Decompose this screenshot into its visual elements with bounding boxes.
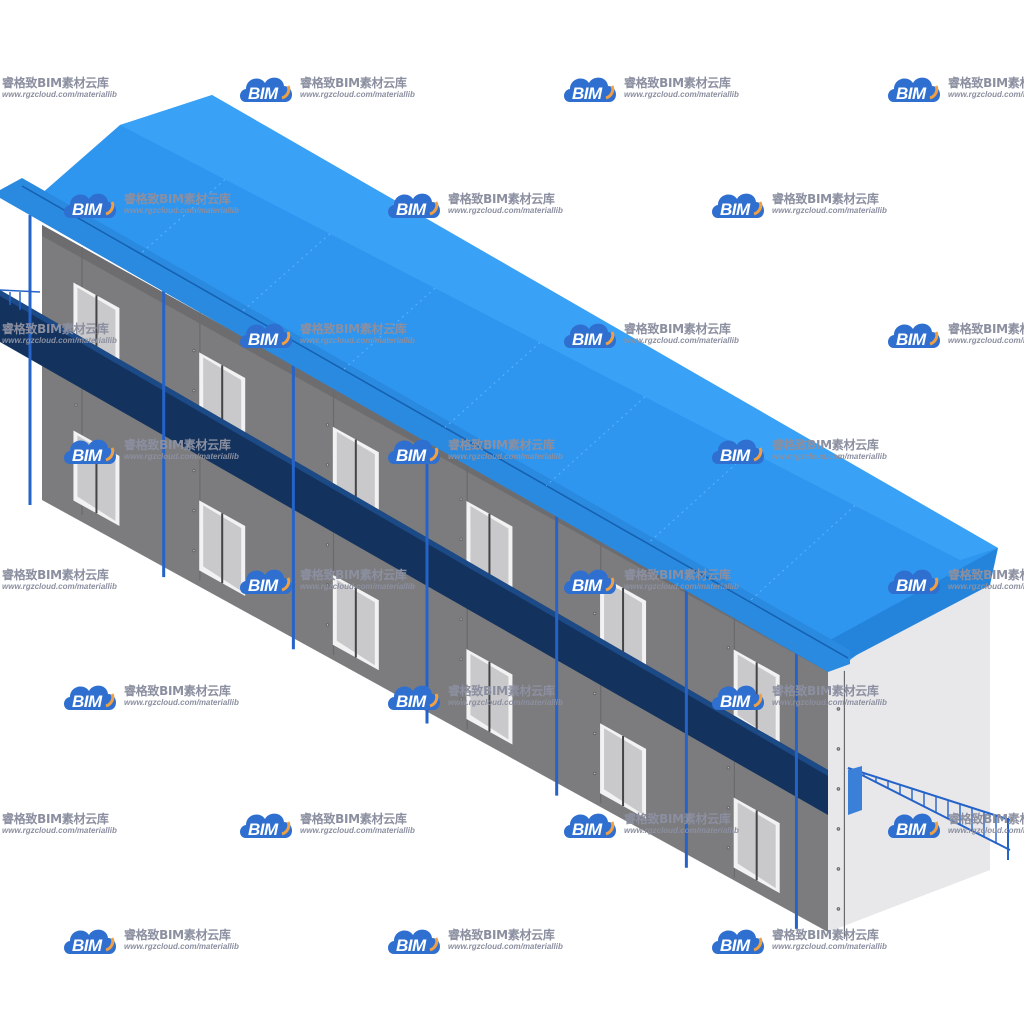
roof-seam	[545, 396, 646, 486]
fastener	[459, 497, 463, 501]
window	[600, 723, 647, 819]
fastener	[192, 348, 196, 353]
roof-front-slope	[40, 95, 998, 660]
fastener	[726, 765, 731, 770]
fastener	[325, 583, 330, 587]
end-wall	[828, 580, 990, 932]
fastener	[459, 697, 463, 701]
fastener	[325, 623, 330, 627]
window	[199, 500, 246, 596]
fastener	[836, 747, 841, 751]
window	[733, 797, 780, 894]
fastener	[325, 423, 330, 427]
roof-seam	[140, 178, 226, 254]
roof-seam	[647, 450, 751, 545]
stair-landing	[848, 766, 862, 815]
fastener	[325, 543, 330, 547]
window	[466, 648, 513, 745]
walkway-edge	[0, 290, 828, 776]
fastener	[592, 691, 597, 696]
fastener	[459, 657, 463, 661]
fastener	[192, 508, 196, 513]
fastener	[592, 771, 597, 776]
fastener	[192, 388, 196, 393]
fastener	[592, 731, 597, 736]
roof-seam	[242, 233, 331, 312]
fastener	[836, 867, 841, 871]
fastener	[74, 403, 78, 407]
roof-eave	[0, 178, 850, 672]
fastener	[592, 611, 597, 616]
fastener	[726, 645, 731, 650]
fastener	[836, 907, 841, 911]
roof-ridge-face	[120, 95, 998, 560]
fastener	[726, 805, 731, 810]
fastener	[836, 787, 841, 791]
fastener	[459, 617, 463, 621]
window	[332, 574, 379, 671]
fastener	[836, 707, 841, 711]
fastener	[592, 571, 597, 576]
fastener	[192, 548, 196, 553]
fastener	[325, 463, 330, 467]
fastener	[192, 468, 196, 473]
fastener	[836, 827, 841, 831]
fastener	[726, 845, 731, 850]
fastener	[726, 685, 731, 690]
fastener	[459, 537, 463, 541]
roof-eave-line	[21, 185, 849, 659]
roof-seam	[343, 287, 436, 370]
walkway-slab	[0, 290, 828, 815]
roof-gable-end	[828, 548, 998, 670]
